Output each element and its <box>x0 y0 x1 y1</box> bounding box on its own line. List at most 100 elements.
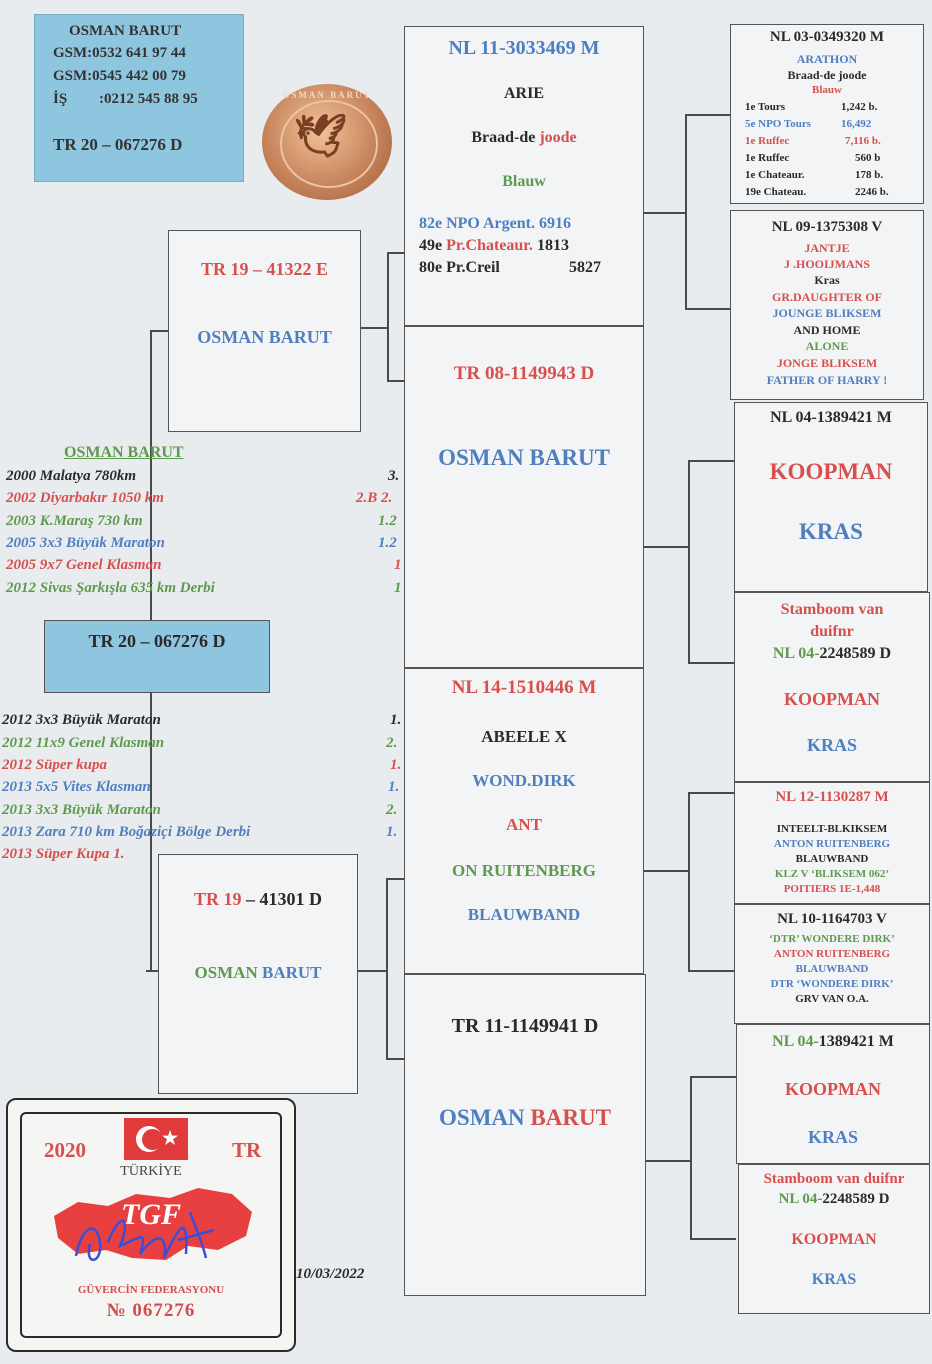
ggp2-line-2: J .HOOIJMANS <box>783 257 870 271</box>
ggp8-ring-prefix: NL 04- <box>778 1191 823 1207</box>
ggp1-result-race: 1e Ruffec <box>745 135 790 147</box>
dam-owner: OSMAN BARUT <box>159 963 357 983</box>
gp1-result-1: 82e NPO Argent. 6916 <box>419 215 571 232</box>
dam-ring: TR 19 – 41301 D <box>159 889 357 910</box>
ggp7-ring: NL 04-1389421 M <box>737 1033 929 1051</box>
ggp8-header: Stamboom van duifnr <box>763 1171 905 1187</box>
connector-line <box>387 380 405 382</box>
result-value: 1.2 <box>378 513 397 529</box>
federation-ring-card: 2020 ★ TR TÜRKİYE TGF GÜVERCİN FEDERASYO… <box>6 1098 296 1352</box>
ggp1-result-race: 1e Tours <box>745 101 786 113</box>
gp1-name: ARIE <box>503 85 544 102</box>
ggp2-line-4: GR.DAUGHTER OF <box>771 290 882 304</box>
ggp1-result-val: 1,242 b. <box>841 101 878 113</box>
ggp1-strain: Braad-de joode <box>787 68 867 82</box>
gp1-strain-a: Braad-de <box>471 129 540 146</box>
result-line: 2000 Malatya 780km <box>6 468 136 484</box>
ggp3-name: KOOPMAN <box>769 459 893 484</box>
ggp1-result-race: 5e NPO Tours <box>745 118 812 130</box>
flag-crescent-inner <box>142 1129 163 1150</box>
gp3-line-1: ABEELE X <box>481 727 567 746</box>
gp4-owner-last: BARUT <box>530 1105 611 1130</box>
ggp7-ring-number: 1389421 M <box>818 1033 894 1050</box>
connector-line <box>643 1160 691 1162</box>
result-value: 2. <box>386 735 398 751</box>
connector-line <box>150 330 168 332</box>
result-line: 2005 3x3 Büyük Maraton <box>6 535 165 551</box>
ggp1-color: Blauw <box>812 84 842 96</box>
gp1-result-3: 80e Pr.Creil <box>419 259 500 276</box>
result-value: 2.B 2. <box>356 490 393 506</box>
result-value: 1. <box>386 824 398 840</box>
result-line: 2013 3x3 Büyük Maraton <box>2 802 161 818</box>
owner-contact-box: OSMAN BARUT GSM:0532 641 97 44 GSM:0545 … <box>34 14 244 182</box>
result-line: 2005 9x7 Genel Klasman <box>6 557 162 573</box>
ggp8-name: KOOPMAN <box>791 1231 877 1248</box>
result-line: 2013 Zara 710 km Boğaziçi Bölge Derbi <box>2 824 251 840</box>
sire-owner: OSMAN BARUT <box>197 327 332 347</box>
ggp1-result-val: 2246 b. <box>855 186 889 198</box>
owner-ring-number: TR 20 – 067276 D <box>53 135 183 154</box>
card-country-code: TR <box>232 1138 262 1162</box>
ggp8-ring-number: 2248589 D <box>822 1191 890 1207</box>
subject-ring: TR 20 – 067276 D <box>88 631 226 651</box>
result-value: 1. <box>390 712 402 728</box>
great-grandparent-4-box: Stamboom van duifnr NL 04-2248589 D KOOP… <box>734 592 930 782</box>
connector-line <box>688 792 734 794</box>
dove-icon: 🕊 <box>294 114 348 160</box>
ggp4-ring-number: 2248589 D <box>819 645 892 662</box>
connector-line <box>688 792 690 972</box>
ggp6-line-3: BLAUWBAND <box>795 963 869 975</box>
great-grandparent-5-box: NL 12-1130287 M INTEELT-BLKIKSEM ANTON R… <box>734 782 930 904</box>
ggp1-result-val: 16,492 <box>841 118 872 130</box>
ggp6-ring: NL 10-1164703 V <box>777 911 887 927</box>
signature <box>74 1211 215 1261</box>
result-line: 2012 11x9 Genel Klasman <box>2 735 165 751</box>
gp4-owner-first: OSMAN <box>439 1105 531 1130</box>
result-line: 2013 5x5 Vites Klasman <box>2 779 151 795</box>
great-grandparent-6-box: NL 10-1164703 V ‘DTR’ WONDERE DIRK’ ANTO… <box>734 904 930 1024</box>
ggp5-line-1: INTEELT-BLKIKSEM <box>776 823 888 835</box>
gp4-ring: TR 11-1149941 D <box>451 1015 599 1037</box>
sire-box: TR 19 – 41322 E OSMAN BARUT <box>168 230 361 432</box>
result-line: 2012 3x3 Büyük Maraton <box>2 712 161 728</box>
ggp4-name: KOOPMAN <box>784 689 880 709</box>
gp1-result-2: 49e Pr.Chateaur. 1813 <box>419 237 569 255</box>
card-country: TÜRKİYE <box>120 1164 182 1179</box>
ggp6-line-4: DTR ‘WONDERE DIRK’ <box>770 978 894 990</box>
connector-line <box>688 662 734 664</box>
ggp1-ring: NL 03-0349320 M <box>769 29 885 45</box>
gp3-ring: NL 14-1510446 M <box>451 677 597 698</box>
connector-line <box>387 252 405 254</box>
dam-ring-prefix: TR 19 <box>193 889 242 909</box>
turkey-map-icon <box>54 1188 252 1260</box>
gp3-line-2: WOND.DIRK <box>472 771 576 790</box>
owner-work-label: İŞ <box>53 91 68 107</box>
connector-line <box>688 460 734 462</box>
ggp8-ring: NL 04-2248589 D <box>739 1191 929 1208</box>
connector-line <box>685 114 687 310</box>
ggp2-line-6: AND HOME <box>793 323 861 337</box>
result-value: 2. <box>386 802 398 818</box>
ggp1-result-race: 19e Chateau. <box>745 186 807 198</box>
ggp4-strain: KRAS <box>806 735 857 755</box>
ggp8-strain: KRAS <box>811 1271 857 1288</box>
grandparent-1-box: NL 11-3033469 M ARIE Braad-de joode Blau… <box>404 26 644 326</box>
owner-gsm-1: GSM:0532 641 97 44 <box>53 45 186 61</box>
connector-line <box>358 970 388 972</box>
ggp1-result-race: 1e Ruffec <box>745 152 790 164</box>
great-grandparent-1-box: NL 03-0349320 M ARATHON Braad-de joode B… <box>730 24 924 204</box>
card-federation: GÜVERCİN FEDERASYONU <box>77 1284 225 1296</box>
flag-star-icon: ★ <box>162 1128 179 1148</box>
ggp5-line-4: KLZ V ‘BLIKSEM 062’ <box>774 868 890 880</box>
connector-line <box>690 1076 692 1240</box>
ggp6-line-1: ‘DTR’ WONDERE DIRK’ <box>769 933 895 945</box>
ggp2-line-7: ALONE <box>805 339 849 353</box>
gp1-result-2-place: 49e <box>419 237 447 254</box>
ggp2-ring: NL 09-1375308 V <box>771 219 883 235</box>
result-value: 1.2 <box>378 535 397 551</box>
great-grandparent-2-box: NL 09-1375308 V JANTJE J .HOOIJMANS Kras… <box>730 210 924 400</box>
card-frame <box>20 1112 282 1338</box>
connector-line <box>643 212 686 214</box>
ggp3-strain: KRAS <box>799 519 863 544</box>
